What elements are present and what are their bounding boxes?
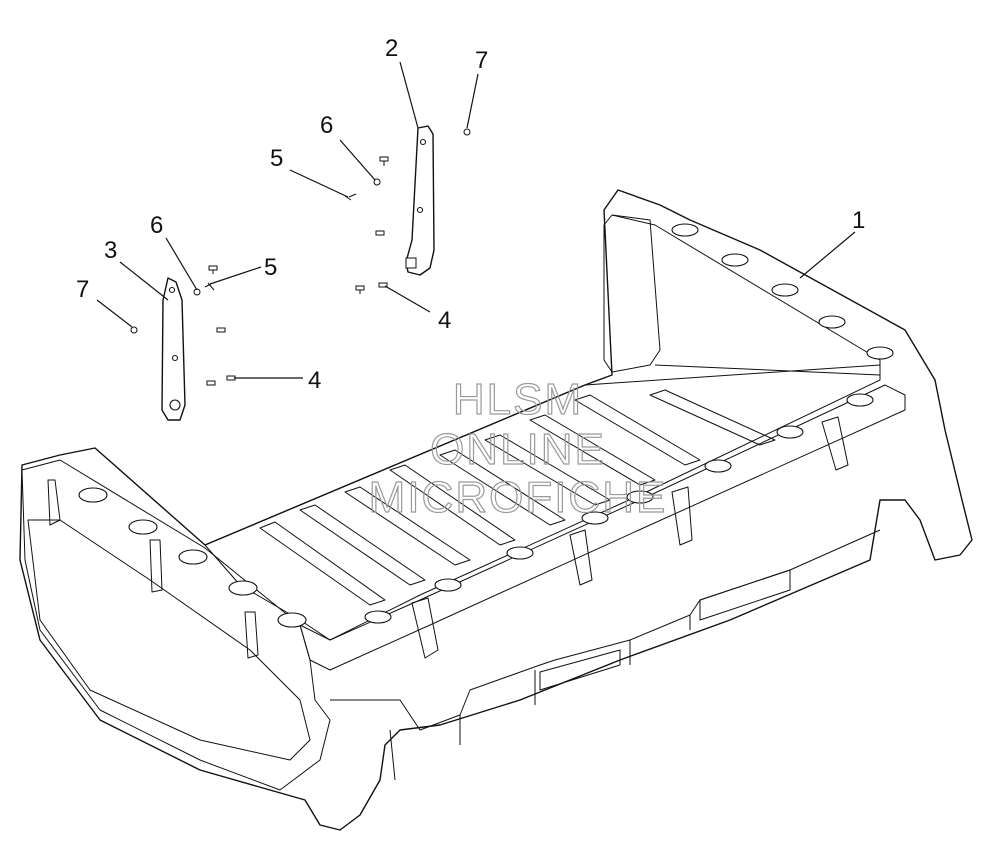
watermark-line-3: MICROFICHE [369, 473, 668, 522]
watermark-line-1: HLSM [453, 375, 583, 424]
callout-1: 1 [852, 207, 865, 234]
callout-6-upper: 6 [320, 112, 333, 139]
callout-labels: 1 2 3 4 4 5 5 6 6 7 7 [76, 35, 865, 394]
watermark-line-2: ONLINE [430, 425, 606, 474]
callout-7-upper: 7 [475, 47, 488, 74]
callout-3: 3 [104, 237, 117, 264]
bracket-2 [405, 125, 435, 276]
callout-2: 2 [385, 35, 398, 62]
callout-6-lower: 6 [150, 212, 163, 239]
fasteners [130, 128, 471, 386]
callout-4-upper: 4 [438, 307, 451, 334]
callout-5-upper: 5 [270, 145, 283, 172]
callout-7-lower: 7 [76, 276, 89, 303]
callout-5-lower: 5 [264, 254, 277, 281]
callout-4-lower: 4 [308, 367, 321, 394]
cargo-box [19, 189, 973, 831]
bracket-3 [161, 277, 186, 421]
leader-lines [96, 61, 856, 379]
watermark: HLSM ONLINE MICROFICHE [368, 374, 668, 522]
